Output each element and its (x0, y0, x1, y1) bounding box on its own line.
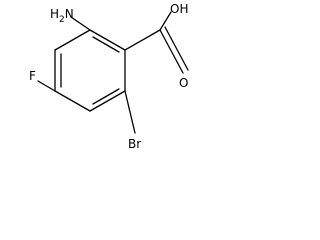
amine-n: N (65, 7, 74, 21)
bromine-bond (124, 90, 136, 134)
carboxyl-carbon-bond (124, 29, 161, 51)
amine-subscript: 2 (59, 15, 65, 25)
ring-bond-6 (54, 29, 91, 51)
bromine-label: Br (128, 137, 141, 151)
ring-double-bond-inner-2 (92, 88, 120, 105)
amine-bond (70, 16, 91, 31)
carbonyl-bond-a (159, 29, 184, 74)
hydroxyl-label: OH (170, 2, 188, 16)
fluorine-label: F (29, 69, 36, 83)
amine-h: H (50, 7, 59, 21)
carbonyl-bond-b (164, 26, 189, 71)
fluorine-bond (37, 80, 56, 92)
ring-bond-4 (54, 90, 91, 112)
carboxyl-oh-bond (159, 11, 172, 31)
ring-bond-3 (89, 90, 126, 112)
ring-bond-1 (89, 29, 126, 51)
ring-double-bond-inner-1 (92, 36, 120, 53)
amine-label: H2N (50, 7, 74, 25)
carbonyl-oxygen-label: O (179, 76, 188, 90)
structure-canvas: H2N F Br OH O (0, 0, 204, 155)
molecule-drawing: H2N F Br OH O (29, 2, 189, 151)
